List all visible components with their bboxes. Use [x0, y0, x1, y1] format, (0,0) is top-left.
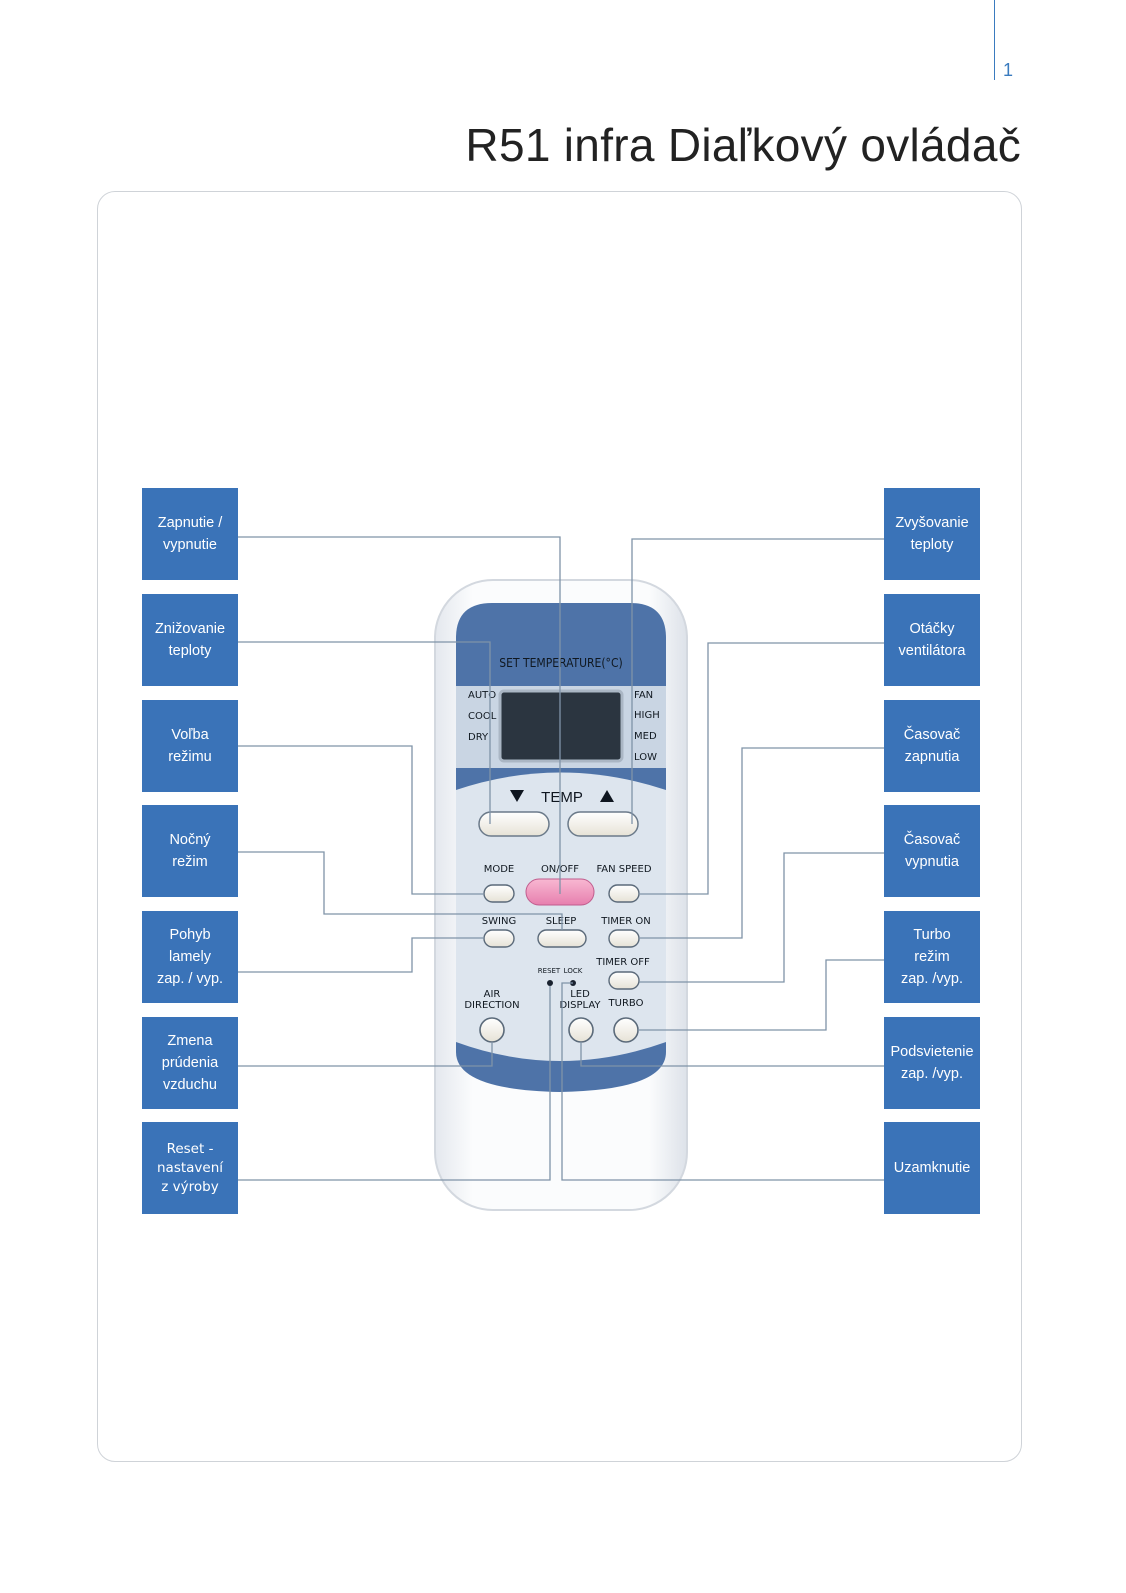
fan-low: LOW	[634, 752, 657, 763]
label-power: Zapnutie / vypnutie	[142, 488, 238, 580]
fanspeed-button-label: FAN SPEED	[596, 864, 651, 875]
led-button	[568, 1017, 594, 1043]
turbo-button	[613, 1017, 639, 1043]
label-fan-speed: Otáčky ventilátora	[884, 594, 980, 686]
mode-auto: AUTO	[468, 690, 496, 701]
wire-lock	[561, 982, 884, 1181]
wire-turbo	[638, 959, 884, 1031]
wire-swing	[238, 937, 484, 973]
label-sleep: Nočný režim	[142, 805, 238, 897]
wire-led	[580, 1042, 884, 1067]
wire-timeron	[639, 747, 884, 939]
remote-face	[456, 772, 666, 1061]
fanspeed-button	[608, 884, 640, 903]
turbo-button-label: TURBO	[608, 998, 644, 1009]
sleep-button	[537, 929, 587, 948]
wire-onoff	[238, 536, 561, 894]
swing-button	[483, 929, 515, 948]
page-rule	[994, 0, 995, 80]
temp-up-button	[567, 811, 639, 837]
wire-sleep	[238, 851, 563, 930]
temp-down-button	[478, 811, 550, 837]
label-reset: Reset - nastavení z výroby	[142, 1122, 238, 1214]
mode-button-label: MODE	[484, 864, 515, 875]
label-turbo: Turbo režim zap. /vyp.	[884, 911, 980, 1003]
page-number: 1	[1003, 60, 1014, 80]
timeroff-button	[608, 971, 640, 990]
label-air-direction: Zmena prúdenia vzduchu	[142, 1017, 238, 1109]
timeron-button	[608, 929, 640, 948]
label-swing: Pohyb lamely zap. / vyp.	[142, 911, 238, 1003]
sleep-button-label: SLEEP	[546, 916, 577, 927]
temp-up-arrow-icon	[600, 790, 614, 802]
content-frame	[97, 191, 1022, 1462]
display-header: SET TEMPERATURE(°C)	[499, 656, 622, 670]
label-timer-off: Časovač vypnutia	[884, 805, 980, 897]
fan-high: HIGH	[634, 710, 660, 721]
label-led: Podsvietenie zap. /vyp.	[884, 1017, 980, 1109]
label-mode: Voľba režimu	[142, 700, 238, 792]
mode-dry: DRY	[468, 732, 489, 743]
wire-fanspeed	[639, 642, 884, 895]
timeroff-button-label: TIMER OFF	[595, 957, 650, 968]
fan-med: MED	[634, 731, 657, 742]
temp-down-arrow-icon	[510, 790, 524, 802]
wire-airdir	[238, 1042, 493, 1067]
page-title: R51 infra Diaľkový ovládač	[465, 119, 1021, 171]
mode-cool: COOL	[468, 711, 497, 722]
label-temp-down: Znižovanie teploty	[142, 594, 238, 686]
label-timer-on: Časovač zapnutia	[884, 700, 980, 792]
timeron-button-label: TIMER ON	[600, 916, 650, 927]
mode-button	[483, 884, 515, 903]
reset-label: RESET	[538, 967, 561, 975]
temp-label: TEMP	[541, 789, 583, 806]
wire-temp-down	[238, 641, 491, 824]
airdir-button	[479, 1017, 505, 1043]
label-temp-up: Zvyšovanie teploty	[884, 488, 980, 580]
fan-fan: FAN	[634, 690, 653, 701]
swing-button-label: SWING	[482, 916, 516, 927]
lcd-screen	[498, 689, 624, 763]
lock-label: LOCK	[564, 967, 583, 975]
wire-mode	[238, 745, 484, 895]
wire-timeroff	[639, 852, 884, 983]
wire-temp-up	[631, 538, 884, 824]
label-lock: Uzamknutie	[884, 1122, 980, 1214]
wire-reset	[238, 986, 551, 1181]
reset-hole	[547, 980, 553, 986]
